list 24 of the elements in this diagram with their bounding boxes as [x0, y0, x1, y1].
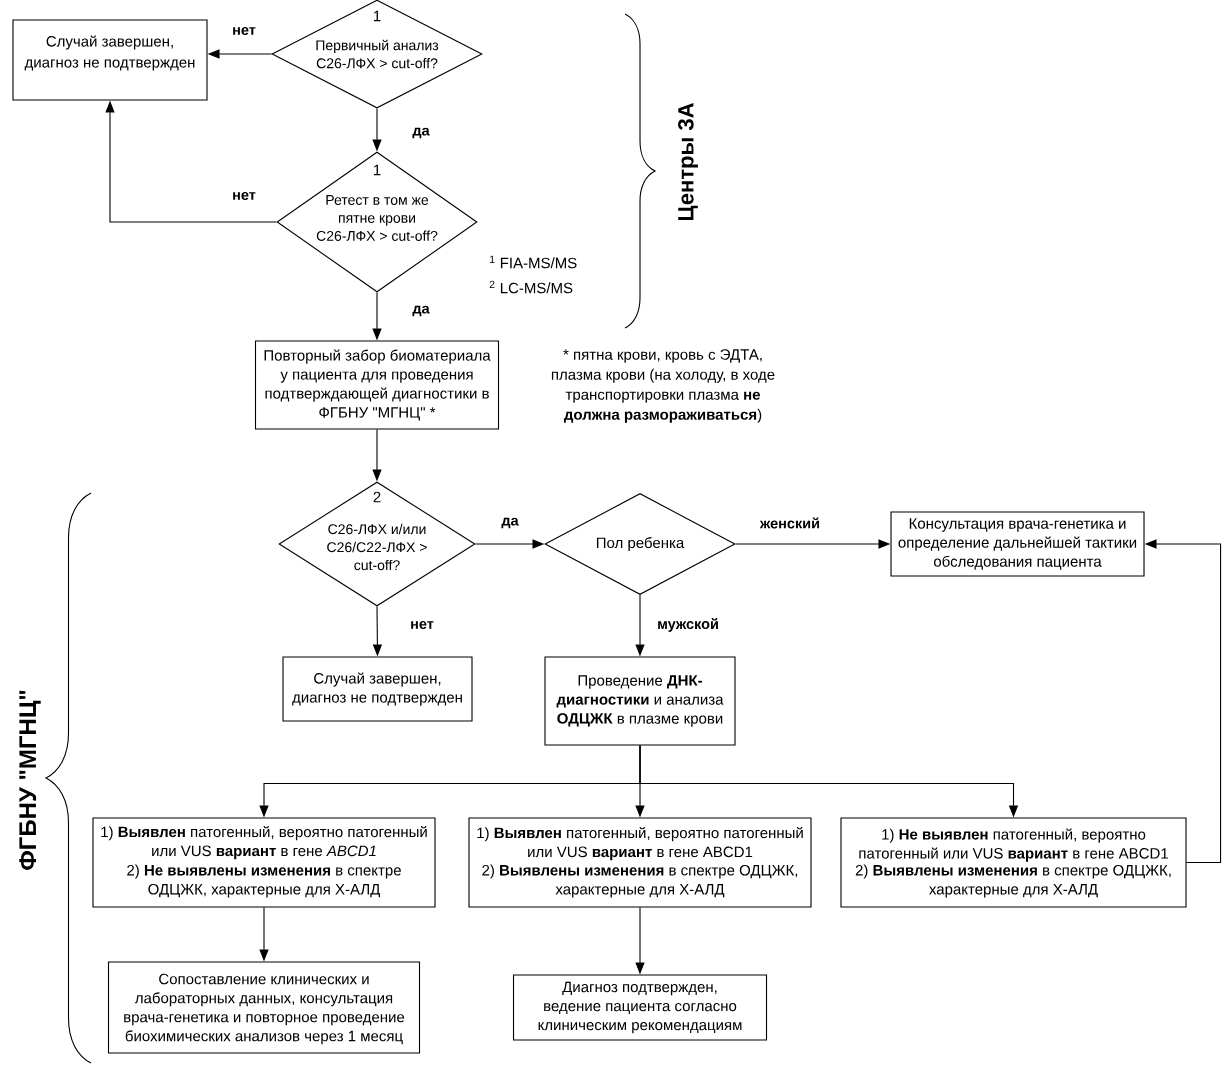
- process-box: Повторный забор биоматериала у пациента для проведения подтверждающей диагностики в ФГБНУ "МГНЦ" *: [254, 340, 500, 430]
- step-number: 2: [373, 491, 381, 503]
- step-number: 1: [374, 164, 381, 176]
- process-box: Проведение ДНК-диагностики и анализа ОДЦЖК в плазме крови: [544, 656, 736, 746]
- edge-label: нет: [233, 192, 256, 200]
- process-box: Диагноз подтвержден, ведение пациента согласно клиническим рекомендациям: [512, 974, 768, 1041]
- edge-label: нет: [411, 621, 434, 629]
- group-label: ФГБНУ "МГНЦ": [19, 690, 41, 870]
- group-label: Центры 3А: [678, 103, 698, 221]
- process-box: 1) Выявлен патогенный, вероятно патогенный или VUS вариант в гене ABCD1 2) Выявлены изменения в спектре ОДЦЖК, характерные для Х-АЛД: [468, 817, 812, 908]
- process-box: Случай завершен, диагноз не подтвержден: [12, 19, 208, 101]
- process-box: 1) Выявлен патогенный, вероятно патогенный или VUS вариант в гене ABCD1 2) Не выявлены изменения в спектре ОДЦЖК, характерные для Х-АЛД: [92, 817, 436, 908]
- edge-label: мужской: [658, 618, 718, 632]
- process-box: 1) Не выявлен патогенный, вероятно патогенный или VUS вариант в гене ABCD1 2) Выявлены изменения в спектре ОДЦЖК, характерные для Х-АЛД: [840, 817, 1187, 908]
- edge-label: женский: [759, 517, 820, 529]
- edge-label: нет: [233, 27, 256, 35]
- footnote: * пятна крови, кровь с ЭДТА, плазма крови (на холоду, в ходе транспортировки плазма не должна размораживаться): [551, 349, 775, 423]
- edge-label: да: [501, 517, 519, 529]
- process-box: Сопоставление клинических и лабораторных данных, консультация врача-генетика и повторное проведение биохимических анализов через 1 месяц: [107, 961, 421, 1054]
- step-number: 1: [374, 10, 381, 22]
- process-box: Случай завершен, диагноз не подтвержден: [282, 656, 473, 722]
- process-box: Консультация врача-генетика и определение дальнейшей тактики обследования пациента: [890, 511, 1145, 577]
- edge-label: да: [412, 127, 430, 139]
- edge-label: да: [412, 305, 430, 317]
